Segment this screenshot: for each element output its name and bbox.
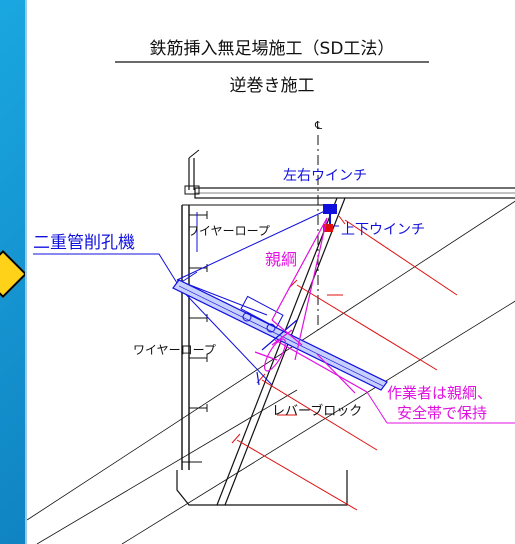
label-lever-block: レバーブロック [272, 403, 362, 419]
diagram-subtitle: 逆巻き施工 [230, 76, 315, 96]
drawing-canvas: 鉄筋挿入無足場施工（SD工法） 逆巻き施工 ℄ [25, 0, 515, 544]
rebar-group [231, 215, 458, 511]
label-main-rope: 親綱 [265, 250, 297, 269]
construction-diagram: 鉄筋挿入無足場施工（SD工法） 逆巻き施工 ℄ [27, 39, 515, 544]
handrail-top [188, 149, 200, 159]
winch-left-right [323, 204, 337, 214]
label-drilling-machine: 二重管削孔機 [33, 233, 135, 253]
leader-worker-note [366, 391, 388, 424]
diagram-title: 鉄筋挿入無足場施工（SD工法） [150, 39, 395, 59]
label-worker-note-1: 作業者は親綱、 [387, 384, 492, 402]
drilling-machine [172, 279, 388, 391]
wall-footing [176, 470, 348, 506]
winch-up-down [323, 224, 333, 232]
label-wire-rope-left: ワイヤーロープ [133, 343, 216, 357]
centerline-mark: ℄ [314, 119, 322, 132]
main-rope-lines [254, 217, 368, 394]
slope-face-a [216, 197, 338, 506]
label-left-right-winch: 左右ウインチ [283, 168, 367, 184]
worker-figure [264, 338, 286, 372]
handrail-base [184, 185, 200, 195]
nav-arrow-icon[interactable] [0, 249, 28, 299]
leader-drilling-machine [33, 253, 178, 284]
wall-anchors [189, 211, 208, 412]
slope-line-mid [36, 389, 298, 544]
slope-face-b [224, 197, 346, 506]
slope-line-upper [27, 200, 515, 521]
slope-line-lower [121, 300, 515, 544]
label-wire-rope-top: ワイヤーロープ [187, 224, 270, 238]
label-worker-note-2: 安全帯で保持 [397, 404, 487, 422]
label-up-down-winch: 上下ウインチ [341, 222, 425, 238]
